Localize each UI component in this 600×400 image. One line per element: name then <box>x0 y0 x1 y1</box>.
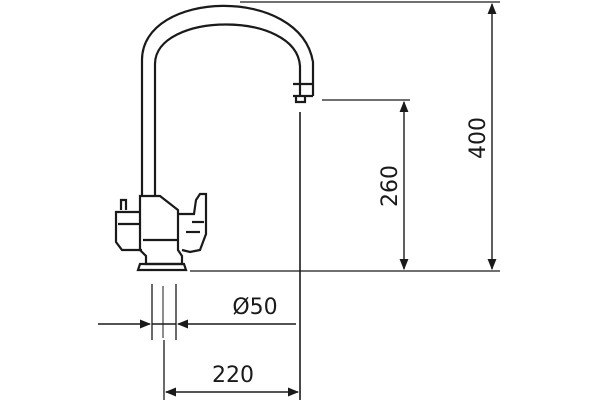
height-260-label: 260 <box>378 165 403 207</box>
height-400-label: 400 <box>466 117 491 159</box>
faucet-outline <box>114 4 315 272</box>
diameter-50-label: Ø50 <box>232 295 277 320</box>
reach-220-label: 220 <box>212 363 254 388</box>
